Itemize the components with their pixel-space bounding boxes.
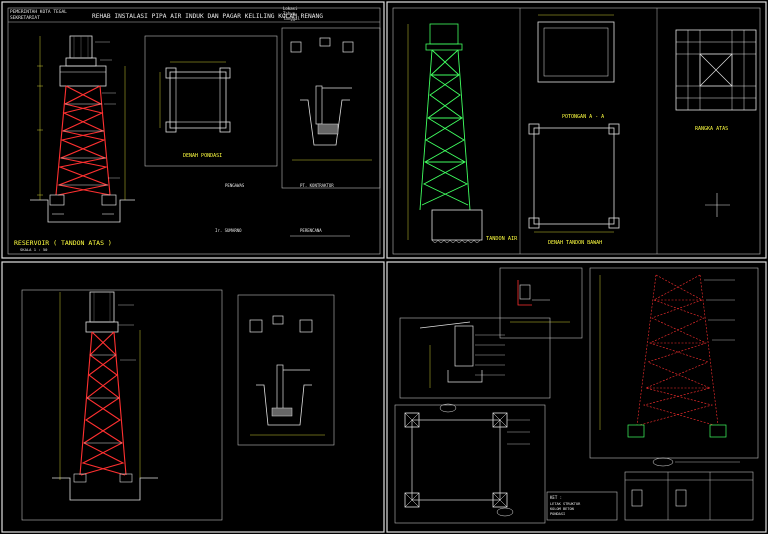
tower-lattice-red-2 bbox=[79, 331, 127, 476]
header-right-line-2: Tahun bbox=[283, 11, 296, 16]
detail-frame bbox=[281, 27, 381, 189]
header-left-line-1: PEMERINTAH KOTA TEGAL bbox=[10, 9, 67, 15]
tower-lattice-red-dashed bbox=[636, 274, 719, 426]
sheet-2-frame bbox=[386, 1, 767, 259]
denah-pondasi-label: DENAH PONDASI bbox=[183, 153, 222, 159]
header-right-line-1: Lokasi bbox=[283, 6, 298, 11]
note-line-1: LETAK STRUKTUR bbox=[550, 502, 581, 506]
sign-block-2: PT. KONTRAKTOR bbox=[300, 183, 334, 188]
potongan-label: POTONGAN A - A bbox=[562, 114, 604, 120]
sheet-4-frame bbox=[386, 261, 767, 533]
tandon-air-label: TANDON AIR bbox=[486, 236, 518, 242]
signer-name-1: Ir. SUMARNO bbox=[215, 228, 242, 233]
foundation-plan-frame bbox=[144, 35, 278, 167]
sheet-3-frame bbox=[1, 261, 385, 533]
rangka-atas-label: RANGKA ATAS bbox=[695, 126, 728, 132]
signer-name-2: PERENCANA bbox=[300, 228, 322, 233]
tower-lattice-red bbox=[55, 85, 111, 196]
sheet-1-title: REHAB INSTALASI PIPA AIR INDUK DAN PAGAR… bbox=[92, 13, 323, 20]
denah-bawah-label: DENAH TANDON BAWAH bbox=[548, 240, 602, 246]
header-left-line-2: SEKRETARIAT bbox=[10, 15, 40, 21]
note-line-3: PONDASI bbox=[550, 512, 565, 516]
sheet-1: PEMERINTAH KOTA TEGAL SEKRETARIAT REHAB … bbox=[7, 6, 381, 255]
sheet-3 bbox=[21, 289, 335, 521]
scale-label: SKALA 1 : 50 bbox=[20, 247, 48, 252]
note-line-2: KOLOM BETON bbox=[550, 507, 574, 511]
sign-block-1: PENGAWAS bbox=[225, 183, 245, 188]
rangka-atas-grid bbox=[675, 29, 757, 111]
tower-lattice-green bbox=[419, 49, 471, 211]
sheet-1-frame bbox=[1, 1, 385, 259]
tower-caption-sheet-1: RESERVOIR ( TANDON ATAS ) bbox=[14, 239, 112, 247]
sheet-4: KET : LETAK STRUKTUR KOLOM BETON PONDASI bbox=[394, 267, 759, 524]
sheet-2: TANDON AIR POTONGAN A - A DENAH TANDON B… bbox=[392, 7, 761, 255]
header-right-line-3: Tanggal bbox=[283, 16, 300, 21]
note-title: KET : bbox=[550, 495, 562, 500]
